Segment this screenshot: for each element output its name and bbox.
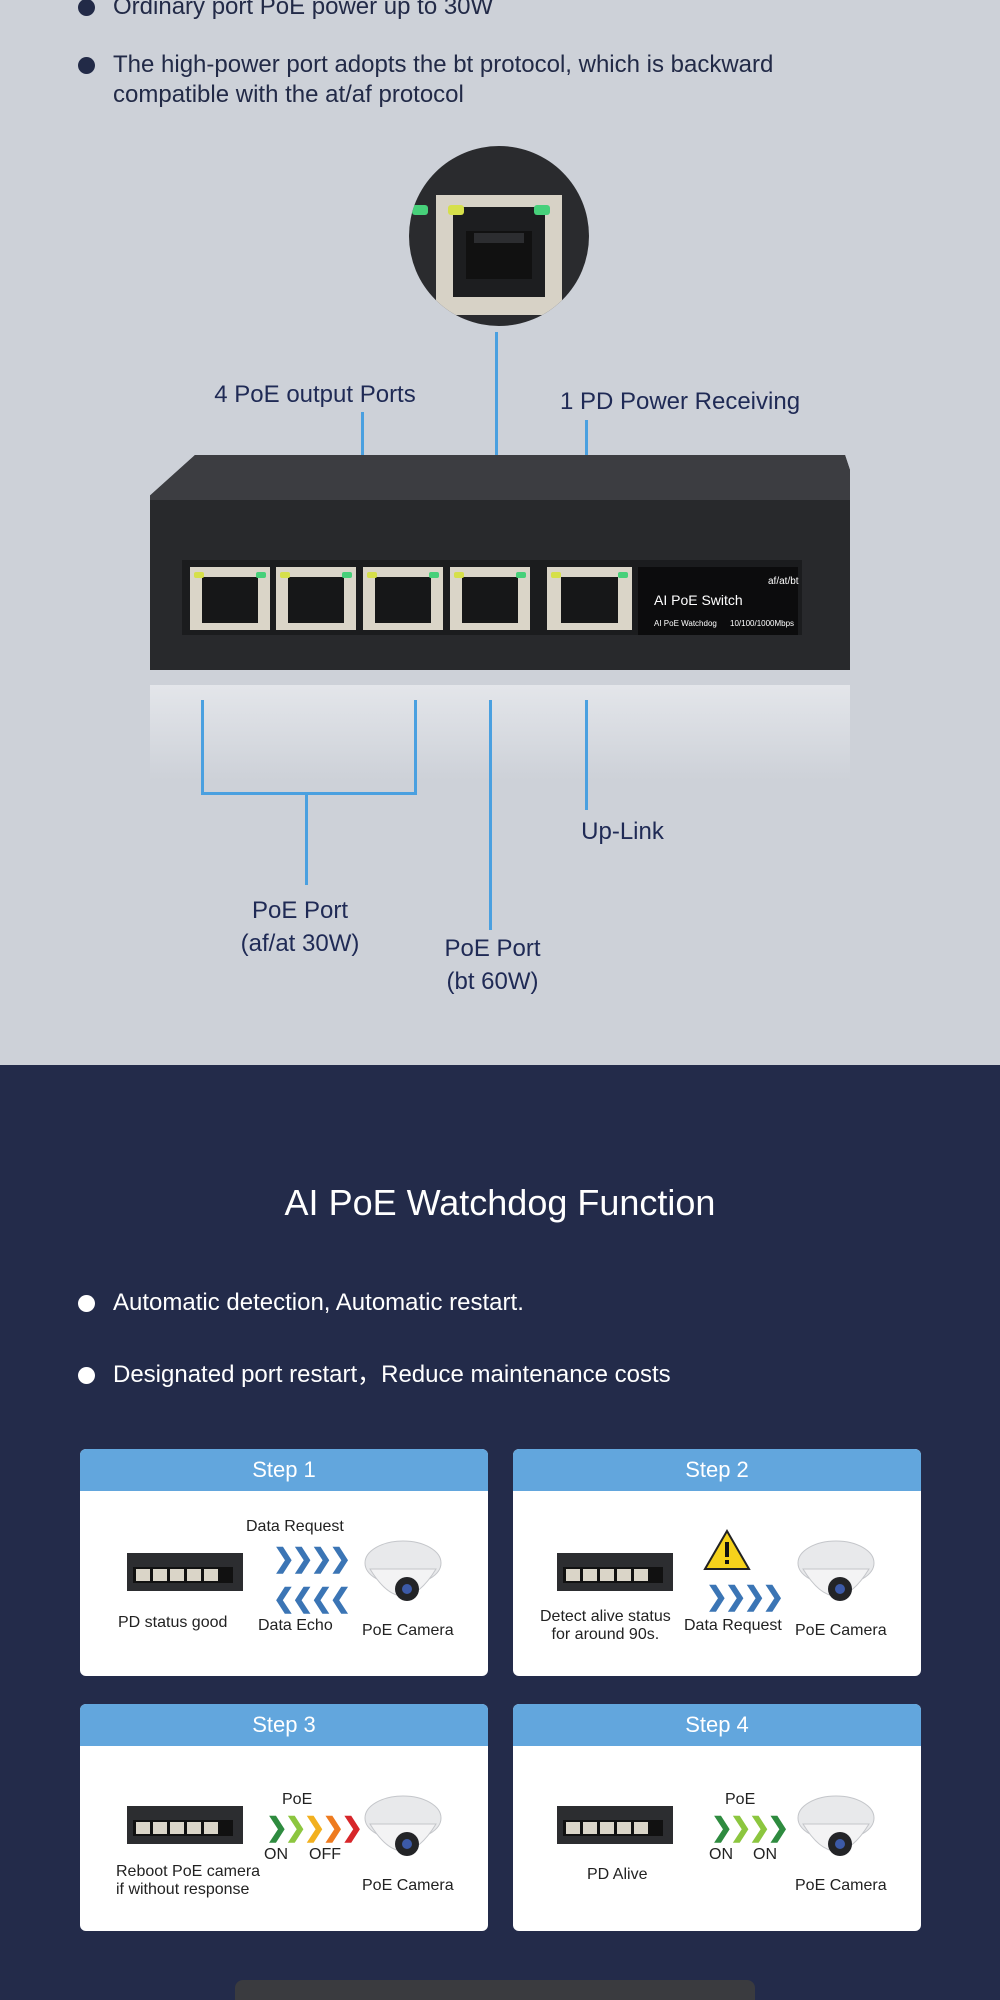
product-diagram-section: Ordinary port PoE power up to 30W The hi… (0, 0, 1000, 1065)
device-badge: af/at/bt (768, 576, 799, 587)
poe-label: PoE (725, 1791, 756, 1808)
label-poe-port-bt: PoE Port (bt 60W) (410, 932, 575, 998)
step-mid-text: Data Request (684, 1617, 782, 1634)
feature-bullet: The high-power port adopts the bt protoc… (78, 50, 838, 110)
device-title: AI PoE Switch (654, 592, 743, 608)
step-card: Step 3 Reboot PoE camera if without resp… (80, 1704, 488, 1931)
feature-bullet: Designated port restart，Reduce maintenan… (78, 1360, 671, 1390)
device-partial-image (235, 1980, 755, 2000)
arrows-left-icon: ❮❮❮❮ (273, 1583, 351, 1613)
watchdog-section: AI PoE Watchdog Function Automatic detec… (0, 1065, 1000, 2000)
caption-line: Reboot PoE camera (116, 1863, 261, 1880)
bullet-dot-icon (78, 57, 95, 74)
feature-text: Automatic detection, Automatic restart. (113, 1289, 524, 1316)
on-label: ON (709, 1846, 733, 1863)
poe-switch-device (150, 455, 850, 670)
poe-toggle-icon: ❯❯❯❯❯ (266, 1812, 363, 1842)
label-line: (af/at 30W) (240, 930, 360, 957)
poe-label: PoE (282, 1791, 313, 1808)
step-card: Step 1 PD status good Data Request ❯❯❯❯ … (80, 1449, 488, 1676)
connector-line (489, 700, 492, 930)
label-poe-port-af: PoE Port (af/at 30W) (210, 894, 390, 960)
step-card: Step 4 PD Alive PoE ❯❯❯❯ ON ON PoE Camer… (513, 1704, 921, 1931)
connector-line (414, 700, 417, 795)
caption-line: Detect alive status (540, 1608, 671, 1625)
port-zoom-icon (409, 146, 589, 326)
label-pd-receiving: 1 PD Power Receiving (559, 388, 801, 415)
step-title: Step 1 (80, 1449, 488, 1491)
step-left-caption: Reboot PoE camera if without response (116, 1863, 260, 1899)
bullet-dot-icon (78, 1367, 95, 1384)
step-title: Step 2 (513, 1449, 921, 1491)
bullet-dot-icon (78, 1295, 95, 1312)
step-title: Step 3 (80, 1704, 488, 1746)
step-right-caption: PoE Camera (795, 1877, 887, 1894)
arrows-right-icon: ❯❯❯❯ (273, 1543, 351, 1573)
label-output-ports: 4 PoE output Ports (214, 381, 416, 408)
caption-line: for around 90s. (551, 1626, 660, 1643)
camera-icon (797, 1795, 875, 1856)
feature-bullet: Ordinary port PoE power up to 30W (78, 0, 493, 22)
switch-icon (557, 1553, 673, 1591)
section-title: AI PoE Watchdog Function (284, 1182, 716, 1223)
feature-text: Ordinary port PoE power up to 30W (113, 0, 494, 20)
connector-line (201, 792, 417, 795)
camera-icon (364, 1795, 442, 1856)
device-reflection (150, 685, 850, 780)
device-subtitle: AI PoE Watchdog (654, 619, 717, 628)
step-right-caption: PoE Camera (795, 1622, 887, 1639)
connector-line (585, 700, 588, 810)
step-title: Step 4 (513, 1704, 921, 1746)
feature-bullet: Automatic detection, Automatic restart. (78, 1288, 524, 1318)
step-top-text: Data Request (246, 1518, 344, 1535)
step-right-caption: PoE Camera (362, 1622, 454, 1639)
connector-line (201, 700, 204, 795)
poe-toggle-icon: ❯❯❯❯ (711, 1812, 789, 1842)
arrows-right-icon: ❯❯❯❯ (706, 1581, 784, 1611)
switch-icon (557, 1806, 673, 1844)
label-line: (bt 60W) (446, 968, 539, 995)
label-line: PoE Port (444, 935, 541, 962)
connector-line (495, 332, 498, 562)
device-speed: 10/100/1000Mbps (730, 619, 795, 628)
connector-line (361, 412, 364, 467)
label-uplink: Up-Link (581, 818, 664, 845)
step-left-caption: Detect alive status for around 90s. (540, 1608, 671, 1644)
step-right-caption: PoE Camera (362, 1877, 454, 1894)
label-line: PoE Port (251, 897, 349, 924)
step-card: Step 2 Detect alive status for around 90… (513, 1449, 921, 1676)
feature-text: The high-power port adopts the bt protoc… (113, 51, 774, 108)
switch-icon (127, 1553, 243, 1591)
warning-icon (703, 1529, 751, 1570)
camera-icon (797, 1540, 875, 1601)
on-label: ON (753, 1846, 777, 1863)
on-label: ON (264, 1846, 288, 1863)
connector-line (305, 792, 308, 885)
step-left-caption: PD status good (118, 1614, 228, 1631)
bullet-dot-icon (78, 0, 95, 16)
feature-text: Designated port restart，Reduce maintenan… (113, 1361, 671, 1388)
step-bottom-text: Data Echo (258, 1617, 333, 1634)
switch-icon (127, 1806, 243, 1844)
step-left-caption: PD Alive (587, 1866, 648, 1883)
camera-icon (364, 1540, 442, 1601)
off-label: OFF (309, 1846, 341, 1863)
caption-line: if without response (116, 1881, 250, 1898)
